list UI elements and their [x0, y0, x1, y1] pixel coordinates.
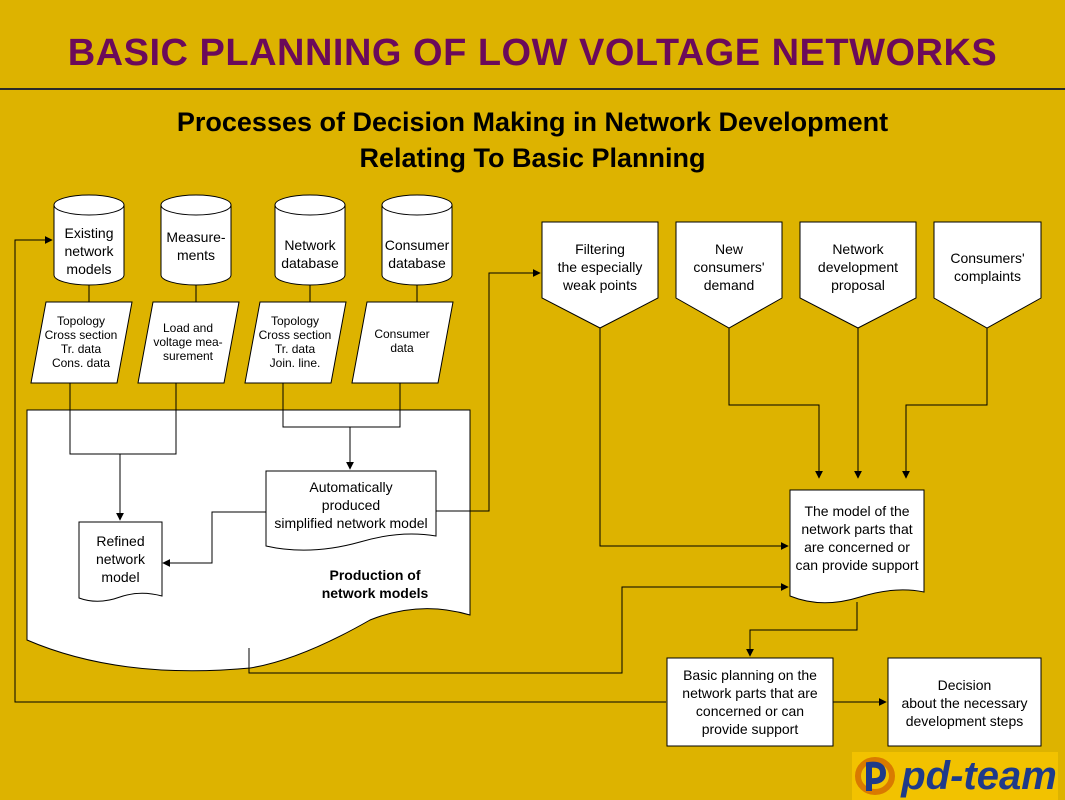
- offpage-complaints: [933, 221, 1042, 329]
- input-topology-cons: [30, 301, 133, 384]
- model-parts-document: [789, 489, 925, 604]
- decision-box: [887, 657, 1042, 747]
- input-load-voltage: [137, 301, 240, 384]
- database-consumer-database: [381, 194, 453, 286]
- pd-team-logo-icon: [855, 757, 896, 795]
- title-divider: [0, 88, 1065, 90]
- database-network-database: [274, 194, 346, 286]
- pd-team-logo-text: pd-team: [901, 754, 1057, 798]
- label-measurements: Measure-ments: [166, 229, 226, 263]
- refined-model-document: [78, 521, 163, 602]
- auto-model-document: [265, 470, 437, 551]
- input-topology-join: [244, 301, 347, 384]
- database-measurements: [160, 194, 232, 286]
- offpage-development-proposal: [799, 221, 917, 329]
- subtitle-line-2: Relating To Basic Planning: [359, 143, 706, 173]
- basic-planning-box: [666, 657, 834, 747]
- label-consumers-complaints: Consumers'complaints: [950, 250, 1025, 284]
- offpage-new-demand: [675, 221, 783, 329]
- pd-team-logo: pd-team: [852, 752, 1058, 800]
- offpage-filtering: [541, 221, 659, 329]
- input-consumer-data: [351, 301, 454, 384]
- diagram-subtitle: Processes of Decision Making in Network …: [0, 104, 1065, 176]
- subtitle-line-1: Processes of Decision Making in Network …: [176, 107, 889, 137]
- database-existing-network-models: [53, 194, 125, 286]
- page-title: BASIC PLANNING OF LOW VOLTAGE NETWORKS: [67, 32, 998, 74]
